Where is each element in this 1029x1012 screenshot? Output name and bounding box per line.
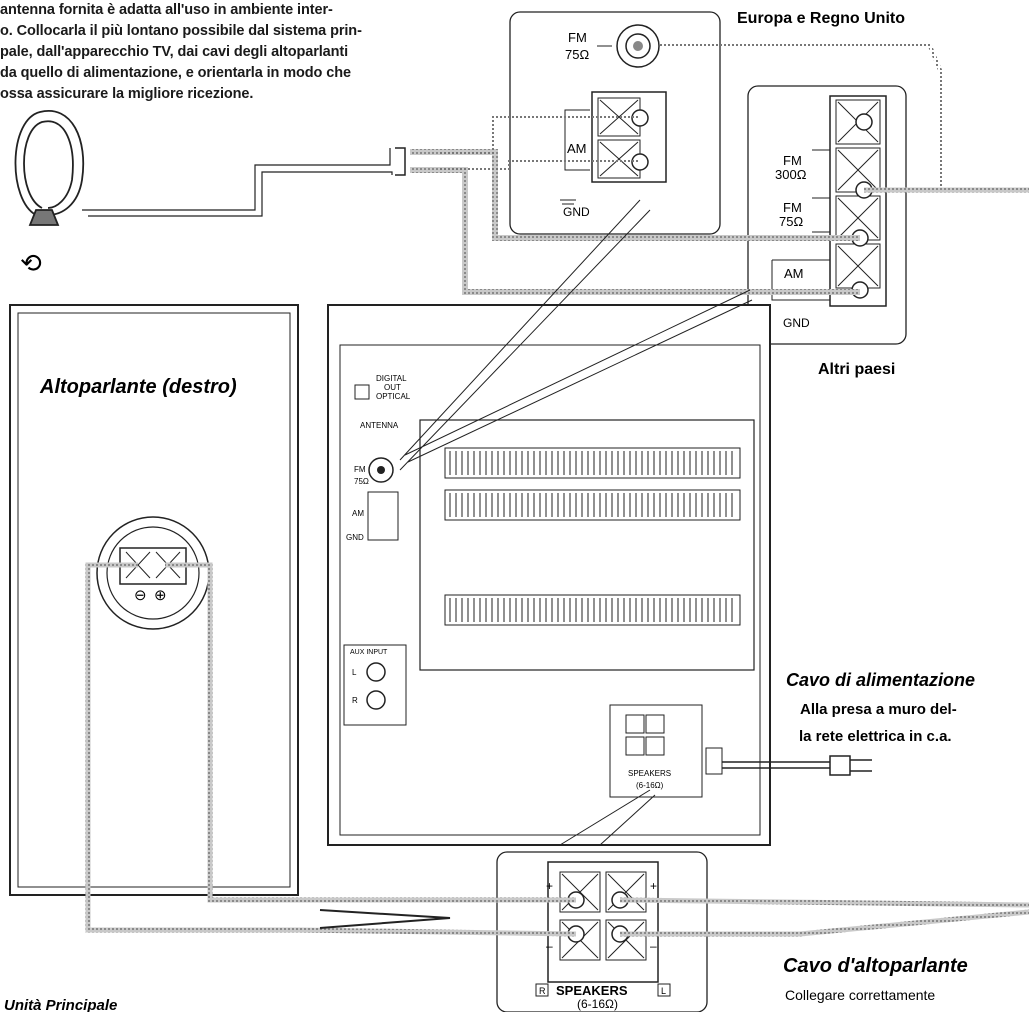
main-speakers-label: SPEAKERS [628, 769, 671, 778]
digital-out-label-1: DIGITAL [376, 374, 407, 383]
europe-antenna-panel: FM 75Ω AM GND [509, 11, 721, 235]
other-fm-75-label: FM [783, 200, 802, 215]
europe-am-label: AM [567, 141, 587, 156]
spk-plus-left: + [546, 879, 553, 893]
intro-line-3: pale, dall'apparecchio TV, dai cavi degl… [0, 44, 349, 60]
power-cord-line-2: la rete elettrica in c.a. [799, 728, 952, 745]
europe-gnd-label: GND [563, 205, 590, 219]
spk-r-badge: R [539, 986, 546, 996]
other-gnd-label: GND [783, 316, 810, 330]
europe-fm-75-label: 75Ω [565, 47, 589, 62]
speaker-cable-title: Cavo d'altoparlante [783, 955, 968, 977]
aux-input-label: AUX INPUT [350, 649, 388, 656]
europe-fm-label: FM [568, 30, 587, 45]
intro-line-1: antenna fornita è adatta all'uso in ambi… [0, 2, 333, 18]
digital-out-label-3: OPTICAL [376, 392, 411, 401]
rotate-arrows-icon: ⟲ [20, 248, 42, 278]
main-unit-back-panel [327, 304, 771, 846]
other-am-label: AM [784, 266, 804, 281]
spk-minus-right: – [650, 939, 657, 953]
main-am-label: AM [352, 509, 364, 518]
am-loop-antenna [14, 109, 85, 226]
other-region-label: Altri paesi [818, 361, 895, 378]
right-speaker-title: Altoparlante (destro) [39, 376, 237, 398]
speaker-minus-symbol: ⊖ [134, 587, 147, 604]
main-unit-footer-label: Unità Principale [4, 997, 117, 1012]
intro-line-4: da quello di alimentazione, e orientarla… [0, 65, 351, 81]
main-fm-75-label: 75Ω [354, 477, 369, 486]
europe-region-label: Europa e Regno Unito [737, 10, 905, 27]
other-fm-300-ohm: 300Ω [775, 167, 807, 182]
power-cord-line-1: Alla presa a muro del- [800, 701, 957, 718]
aux-l-label: L [352, 668, 357, 677]
spk-plus-right: + [650, 879, 657, 893]
main-antenna-label: ANTENNA [360, 421, 399, 430]
aux-r-label: R [352, 696, 358, 705]
spk-panel-impedance: (6-16Ω) [577, 997, 618, 1011]
intro-line-5: ossa assicurare la migliore ricezione. [0, 86, 254, 102]
main-fm-label: FM [354, 465, 366, 474]
main-speakers-impedance: (6-16Ω) [636, 781, 664, 790]
other-antenna-panel: FM 300Ω FM 75Ω AM GND [747, 85, 907, 345]
power-cord-title: Cavo di alimentazione [786, 670, 975, 690]
speaker-plus-symbol: ⊕ [154, 587, 167, 604]
other-fm-75-ohm: 75Ω [779, 214, 803, 229]
main-gnd-label: GND [346, 533, 364, 542]
intro-paragraph: antenna fornita è adatta all'uso in ambi… [0, 0, 468, 105]
spk-minus-left: – [546, 939, 553, 953]
spk-l-badge: L [661, 986, 666, 996]
right-speaker-cabinet [9, 304, 299, 896]
spk-panel-label: SPEAKERS [556, 983, 628, 998]
other-fm-300-label: FM [783, 153, 802, 168]
intro-line-2: o. Collocarla il più lontano possibile d… [0, 23, 362, 39]
speaker-cable-note: Collegare correttamente [785, 987, 935, 1003]
digital-out-label-2: OUT [384, 383, 401, 392]
